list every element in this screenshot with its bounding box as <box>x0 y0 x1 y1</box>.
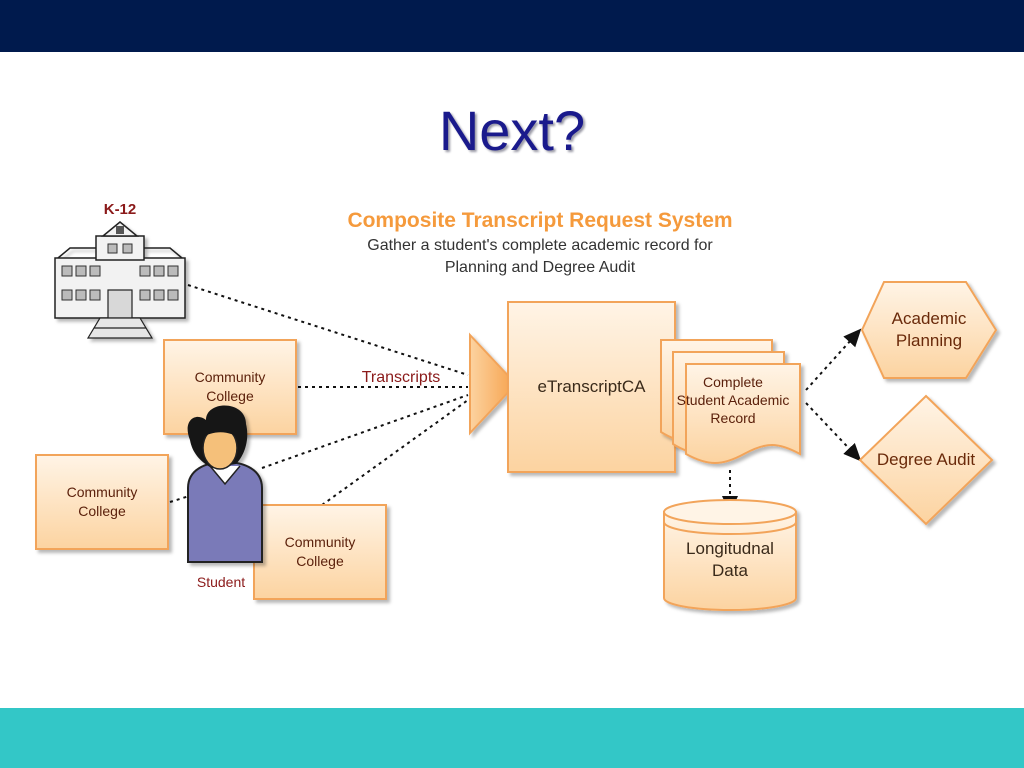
connector-k12 <box>187 284 469 376</box>
input-funnel-triangle <box>469 332 518 436</box>
longitudinal-data-label: Longitudnal Data <box>664 538 796 582</box>
connector-to-audit <box>805 402 862 462</box>
system-subtitle-line1: Gather a student's complete academic rec… <box>367 237 713 254</box>
community-college-label-3-line1: Community <box>284 534 356 550</box>
community-college-label-1-line1: Community <box>194 369 266 385</box>
longitudinal-data-cylinder <box>663 499 797 611</box>
community-college-label-3: Community College <box>254 533 386 571</box>
student-record-label-line1: Complete <box>703 374 763 390</box>
etranscript-label: eTranscriptCA <box>537 377 646 396</box>
etranscript-hub-box <box>507 301 676 473</box>
student-label: Student <box>196 574 246 590</box>
longitudinal-data-label-line2: Data <box>712 561 748 580</box>
student-icon <box>187 405 263 563</box>
community-college-box-2 <box>35 454 169 550</box>
community-college-label-1-line2: College <box>206 388 254 404</box>
connector-cc3 <box>321 399 469 506</box>
slide-title: Next? <box>438 99 586 162</box>
header-bar <box>0 0 1024 52</box>
community-college-label-2-line1: Community <box>66 484 138 500</box>
community-college-label-3-line2: College <box>296 553 344 569</box>
school-building-icon <box>54 221 186 339</box>
community-college-label-1: Community College <box>164 368 296 406</box>
longitudinal-data-label-line1: Longitudnal <box>686 539 774 558</box>
connector-to-planning <box>805 328 862 391</box>
system-subtitle-line2: Planning and Degree Audit <box>444 259 636 276</box>
system-subtitle: Gather a student's complete academic rec… <box>320 235 760 279</box>
academic-planning-label-line2: Planning <box>895 331 963 350</box>
system-title: Composite Transcript Request System <box>347 209 733 232</box>
k12-label: K-12 <box>103 201 137 218</box>
footer-bar <box>0 708 1024 768</box>
degree-audit-label: Degree Audit <box>876 450 976 469</box>
connector-student <box>261 394 469 469</box>
academic-planning-label: Academic Planning <box>862 308 996 352</box>
community-college-box-3 <box>253 504 387 600</box>
degree-audit-diamond <box>858 394 994 526</box>
student-record-label-line2: Student Academic <box>676 392 790 408</box>
community-college-label-2-line2: College <box>78 503 126 519</box>
transcripts-label: Transcripts <box>361 369 441 386</box>
student-record-documents <box>660 339 801 464</box>
community-college-label-2: Community College <box>36 483 168 521</box>
academic-planning-hexagon <box>860 281 998 379</box>
student-record-label: Complete Student Academic Record <box>658 373 808 427</box>
academic-planning-label-line1: Academic <box>891 309 967 328</box>
student-record-label-line3: Record <box>710 410 756 426</box>
